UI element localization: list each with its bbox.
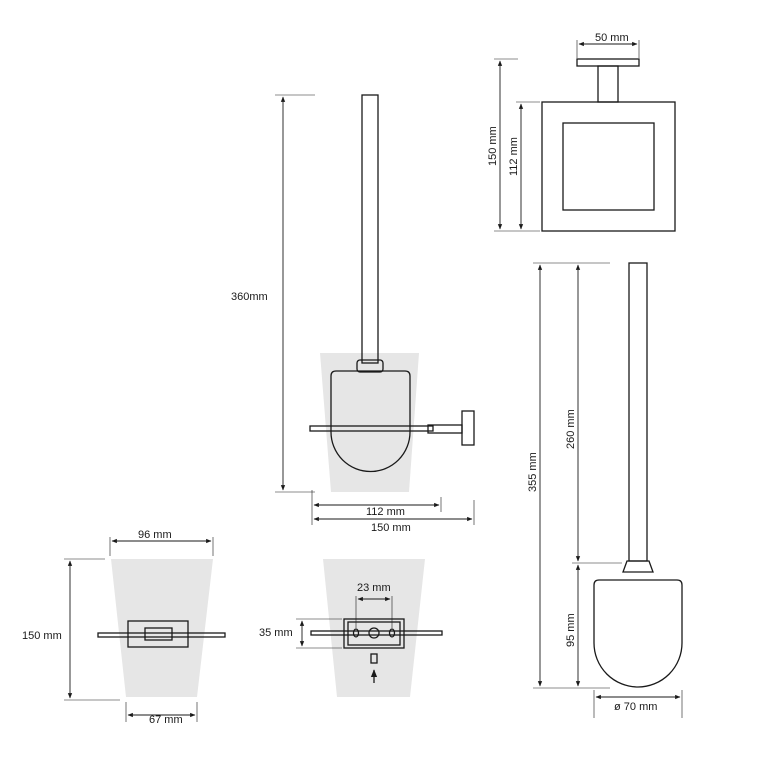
side-view-brush-head [330,370,411,473]
front-view-holder-bar [97,632,226,638]
wall-plate-view: 50 mm 150 mm 112 mm [487,32,676,232]
mount-detail-plate [343,618,405,649]
side-view-height-label: 360mm [231,291,268,303]
front-view: 96 mm 150 mm 67 mm [22,529,226,726]
brush-handle-length-label: 260 mm [565,409,577,449]
brush-handle [628,262,648,562]
wall-plate-width-label: 50 mm [595,32,629,44]
wall-plate-stem [597,65,619,103]
wall-plate-inner [562,122,655,211]
front-view-top-width-label: 96 mm [138,529,172,541]
brush-diameter-label: ø 70 mm [614,701,657,713]
front-view-mount-plate [127,620,189,648]
side-view: 360mm 112 mm 150 mm [231,94,475,534]
mount-detail-set-screw [370,653,378,664]
side-view-depth-label: 112 mm [366,506,405,518]
mount-detail-bar [310,630,443,636]
mount-detail-hole-spacing-label: 23 mm [357,582,391,594]
side-view-wall-plate [461,410,475,446]
front-view-bottom-width-label: 67 mm [149,714,183,726]
side-view-brush-handle [361,94,379,364]
brush-view: 355 mm 260 mm 95 mm ø 70 mm [527,262,683,718]
brush-total-length-label: 355 mm [527,452,539,492]
mount-detail-hole-right [388,628,396,638]
mount-detail-plate-height-label: 35 mm [259,627,293,639]
mount-detail-hole-left [352,628,360,638]
front-view-mount-block [144,627,173,641]
brush-head [593,579,683,688]
brush-collar [622,560,654,573]
wall-plate-top-cap [576,58,640,67]
brush-head-length-label: 95 mm [565,613,577,647]
wall-plate-outer [541,101,676,232]
side-view-cup [320,353,419,492]
side-view-holder-ring [309,425,434,432]
side-view-brush-collar [356,359,384,373]
front-view-height-label: 150 mm [22,630,62,642]
mount-detail-hole-center [368,627,380,639]
wall-plate-inner-height-label: 112 mm [508,137,520,176]
wall-plate-height-label: 150 mm [487,126,499,166]
mount-detail-plate-inner [347,621,401,646]
mount-detail-view: 23 mm 35 mm [259,559,443,697]
side-view-total-depth-label: 150 mm [371,522,411,534]
